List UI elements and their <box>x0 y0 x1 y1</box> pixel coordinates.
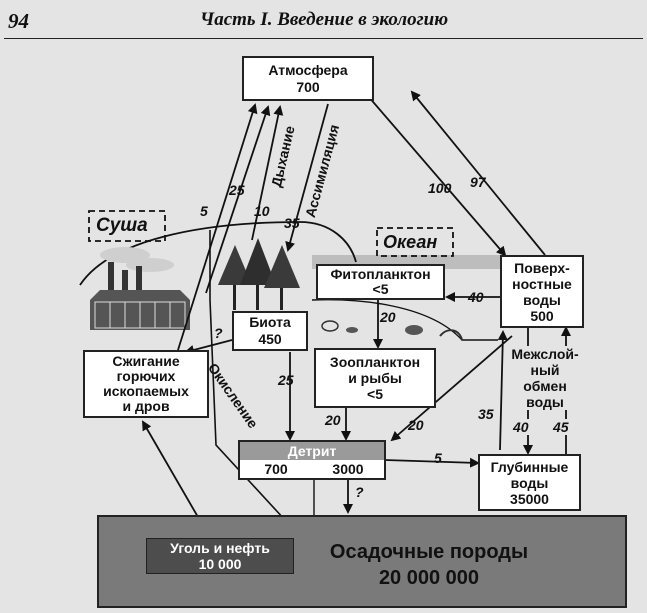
deep-waters-box: Глубинные воды 35000 <box>478 454 581 511</box>
header-rule <box>4 38 643 39</box>
flow-atm-to-surface: 100 <box>428 180 452 196</box>
arrow-surface-to-detritus <box>390 335 513 442</box>
burning-box: Сжигание горючих ископаемых и дров <box>83 350 209 418</box>
arrow-assimilation <box>285 103 329 252</box>
flow-zoo-to-detritus: 20 <box>325 412 341 428</box>
surface-waters-box: Поверх- ностные воды 500 <box>500 255 584 328</box>
arrow-surface-to-atmosphere <box>410 90 546 256</box>
phytoplankton-value: <5 <box>372 281 389 297</box>
arrow-land-to-atmosphere-a <box>205 105 271 294</box>
intermediate-exchange-label: Межслой- ный обмен воды <box>504 346 586 410</box>
flow-assimilation: 35 <box>284 215 300 231</box>
phytoplankton-box: Фитопланктон <5 <box>316 264 445 300</box>
burning-line2: горючих <box>116 368 176 384</box>
zooplankton-value: <5 <box>367 386 383 402</box>
flow-detritus-to-deep: 5 <box>434 450 442 466</box>
ocean-label: Океан <box>383 232 438 252</box>
atmosphere-name: Атмосфера <box>268 61 348 78</box>
running-title: Часть I. Введение в экологию <box>200 9 449 30</box>
land-label-frame <box>88 210 166 242</box>
intermediate-line3: обмен <box>523 378 567 394</box>
biota-value: 450 <box>258 331 282 347</box>
flow-biota-to-burning: ? <box>214 325 223 341</box>
sediments-name: Осадочные породы <box>329 541 529 563</box>
flow-burning-to-atm: 5 <box>200 203 208 219</box>
deep-line1: Глубинные <box>490 458 569 475</box>
detritus-land-value: 700 <box>264 461 288 477</box>
flow-phyto-to-zoo: 20 <box>380 309 396 325</box>
flow-detritus-to-surface: 20 <box>408 417 424 433</box>
arrow-detritus-to-deep <box>384 457 480 468</box>
flow-surface-to-atm: 97 <box>470 174 486 190</box>
flow-detritus-to-sediment: ? <box>355 484 364 500</box>
coal-oil-name: Уголь и нефть <box>170 540 270 556</box>
land-ocean-border <box>209 230 286 521</box>
flow-up-flux: 45 <box>553 419 569 435</box>
atmosphere-box: Атмосфера 700 <box>242 56 374 101</box>
ocean-label-frame <box>376 227 454 257</box>
sediments-value: 20 000 000 <box>378 567 480 589</box>
coal-oil-box: Уголь и нефть 10 000 <box>146 538 294 574</box>
arrow-land-to-atmosphere-b <box>251 105 284 241</box>
arrow-detritus-to-surface <box>497 330 508 451</box>
sediments-label: Осадочные породы 20 000 000 <box>314 539 544 591</box>
burning-line4: и дров <box>122 398 170 414</box>
trees-icon <box>218 238 300 310</box>
flow-biota-to-detritus: 25 <box>278 372 294 388</box>
flow-land-up-a: 25 <box>229 182 245 198</box>
surface-line1: Поверх- <box>514 259 570 276</box>
atmosphere-value: 700 <box>296 78 320 95</box>
intermediate-line4: воды <box>526 394 564 410</box>
surface-value: 500 <box>530 307 554 324</box>
factory-icon <box>90 247 190 330</box>
detritus-name: Детрит <box>287 443 337 459</box>
zooplankton-line2: и рыбы <box>348 370 402 386</box>
detritus-ocean-value: 3000 <box>332 461 364 477</box>
zooplankton-line1: Зоопланктон <box>329 354 421 370</box>
ocean-floor-outline <box>311 299 498 341</box>
coal-oil-value: 10 000 <box>198 556 242 572</box>
detritus-header: Детрит <box>240 442 384 460</box>
surface-line3: воды <box>523 291 561 308</box>
burning-line3: ископаемых <box>103 383 189 399</box>
zooplankton-box: Зоопланктон и рыбы <5 <box>314 348 436 408</box>
phytoplankton-name: Фитопланктон <box>330 266 431 282</box>
intermediate-line2: ный <box>530 362 560 378</box>
flow-land-up-b: 10 <box>254 203 270 219</box>
flow-down-flux: 40 <box>513 419 529 435</box>
plankton-icon <box>321 320 463 341</box>
arrow-burning-to-atmosphere <box>177 103 258 351</box>
detritus-box: Детрит 700 3000 <box>238 440 386 480</box>
flow-surface-to-detritus: 35 <box>478 406 494 422</box>
biota-name: Биота <box>249 314 291 330</box>
deep-value: 35000 <box>510 490 549 507</box>
flow-surface-to-phyto: 40 <box>468 289 484 305</box>
land-label: Суша <box>96 215 148 236</box>
intermediate-line1: Межслой- <box>511 346 579 362</box>
page-number: 94 <box>8 9 29 33</box>
deep-line2: воды <box>510 474 549 491</box>
arrow-atmosphere-to-surface <box>367 95 507 257</box>
biota-box: Биота 450 <box>232 311 308 351</box>
page-header: 94 Часть I. Введение в экологию <box>0 0 647 40</box>
burning-line1: Сжигание <box>112 353 180 369</box>
surface-line2: ностные <box>512 275 572 292</box>
